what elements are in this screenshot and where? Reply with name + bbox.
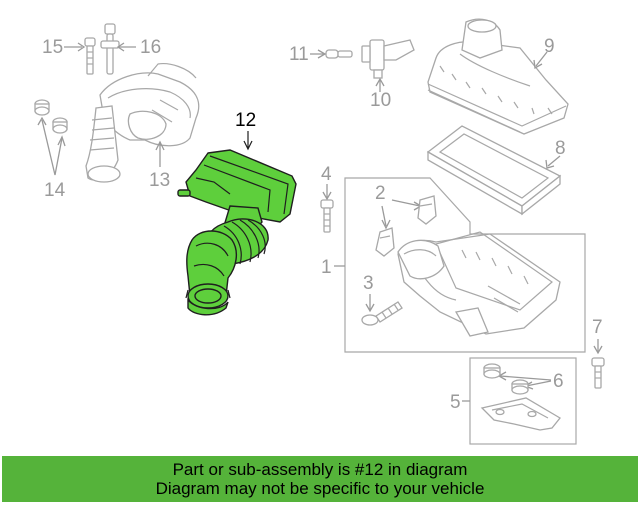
leader-6 — [499, 375, 552, 387]
info-banner: Part or sub-assembly is #12 in diagram D… — [2, 456, 638, 502]
part-6-grommet-a[interactable] — [483, 363, 501, 379]
callout-10: 10 — [370, 90, 391, 111]
leader-2-arrow-a — [381, 219, 391, 230]
part-7-bolt[interactable] — [591, 357, 605, 389]
part-1-group-box — [344, 177, 586, 353]
part-14-grommet-a[interactable] — [34, 99, 50, 116]
callout-4: 4 — [321, 164, 332, 185]
leader-8-arrow — [545, 159, 555, 169]
callout-5: 5 — [450, 392, 461, 413]
callout-15: 15 — [42, 37, 63, 58]
part-9-air-cleaner-cover[interactable] — [427, 18, 569, 135]
callout-3: 3 — [363, 273, 374, 294]
part-11-bolt[interactable] — [325, 49, 353, 59]
part-14-grommet-b[interactable] — [52, 117, 68, 134]
part-8-air-filter[interactable] — [426, 125, 562, 216]
leader-10-arrow — [375, 77, 385, 87]
leader-16-arrow — [116, 42, 125, 52]
leader-4-arrow — [322, 191, 332, 201]
callout-13: 13 — [149, 170, 170, 191]
part-5-bracket[interactable] — [480, 397, 561, 431]
leader-13-arrow — [155, 140, 165, 151]
part-2-clip-a[interactable] — [375, 227, 395, 257]
leader-12-arrow — [243, 140, 253, 151]
leader-14 — [41, 119, 63, 176]
part-10-maf-sensor[interactable] — [361, 39, 415, 79]
leader-9-arrow — [533, 59, 543, 70]
leader-14-arrow-a — [37, 116, 47, 126]
part-6-grommet-b[interactable] — [511, 379, 529, 395]
leader-9 — [535, 51, 548, 67]
callout-6: 6 — [553, 371, 564, 392]
callout-9: 9 — [544, 36, 555, 57]
parts-diagram: 15 16 14 13 12 — [34, 18, 605, 445]
callout-12: 12 — [235, 110, 256, 131]
part-2-clip-b[interactable] — [417, 195, 437, 225]
callout-2: 2 — [375, 183, 386, 204]
part-1-lower-housing[interactable] — [397, 231, 561, 337]
part-4-bolt[interactable] — [320, 199, 334, 233]
leader-2 — [381, 199, 421, 227]
part-15-bolt[interactable] — [84, 37, 96, 75]
part-16-clip[interactable] — [100, 23, 120, 75]
part-12-air-duct[interactable] — [177, 149, 297, 316]
part-3-bolt[interactable] — [361, 301, 403, 326]
callout-8: 8 — [555, 138, 566, 159]
callout-7: 7 — [592, 317, 603, 338]
part-13-resonator[interactable] — [85, 63, 200, 183]
banner-line-2: Diagram may not be specific to your vehi… — [155, 479, 485, 498]
leader-3-arrow — [365, 303, 375, 313]
leader-8 — [547, 155, 561, 167]
leader-7-arrow — [593, 345, 603, 355]
callout-16: 16 — [140, 37, 161, 58]
banner-line-1: Part or sub-assembly is #12 in diagram — [172, 460, 468, 479]
callout-1: 1 — [321, 257, 332, 278]
leader-15-arrow — [77, 42, 86, 52]
leader-11-arrow — [317, 49, 327, 59]
callout-14: 14 — [44, 180, 66, 201]
callout-11: 11 — [289, 44, 309, 65]
leader-14-arrow-b — [57, 135, 66, 147]
